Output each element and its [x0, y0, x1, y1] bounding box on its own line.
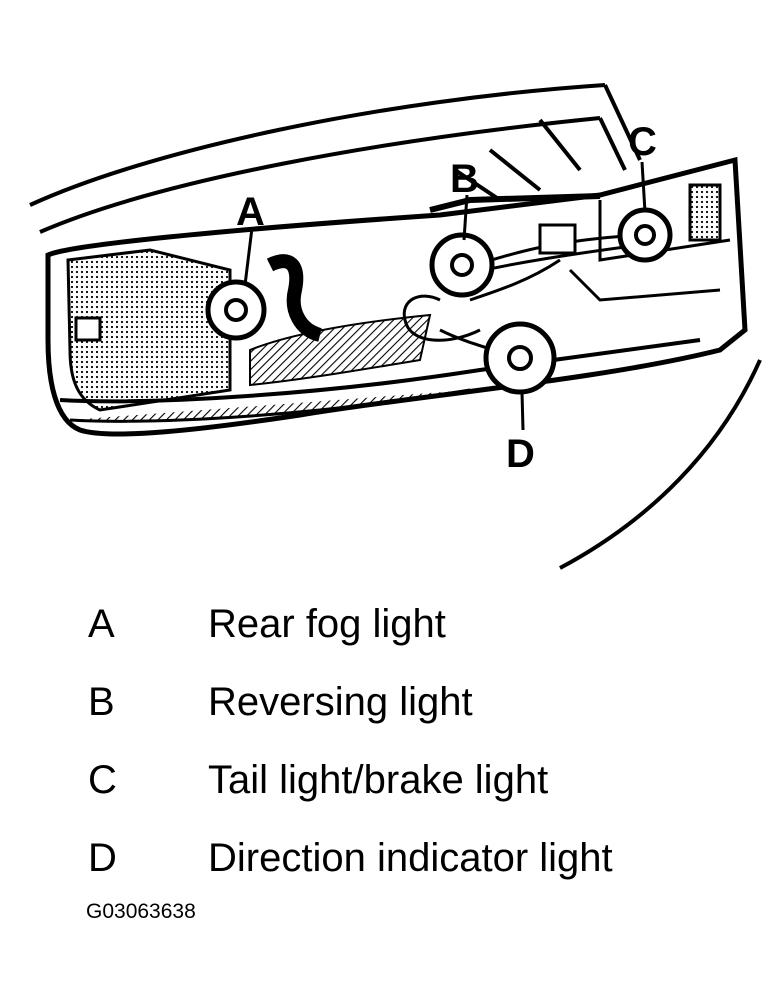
legend: A Rear fog light B Reversing light C Tai…: [88, 585, 768, 897]
legend-row-d: D Direction indicator light: [88, 819, 768, 897]
legend-text: Direction indicator light: [208, 836, 613, 880]
legend-row-b: B Reversing light: [88, 663, 768, 741]
legend-row-c: C Tail light/brake light: [88, 741, 768, 819]
callout-d: D: [506, 432, 535, 476]
figure-id: G03063638: [86, 900, 196, 923]
legend-row-a: A Rear fog light: [88, 585, 768, 663]
legend-key: D: [88, 836, 117, 880]
bulb-holder-b: [429, 232, 495, 298]
bulb-holder-c: [617, 207, 673, 263]
legend-text: Tail light/brake light: [208, 758, 549, 802]
legend-key: C: [88, 758, 117, 802]
callout-c: C: [628, 120, 657, 164]
legend-text: Rear fog light: [208, 602, 446, 646]
legend-key: B: [88, 680, 115, 724]
callout-leaders: [243, 161, 647, 431]
bulb-holder-d: [483, 321, 557, 395]
callout-a: A: [236, 190, 265, 234]
bulb-holder-a: [205, 279, 267, 341]
tail-light-illustration: A B C D: [29, 83, 762, 570]
socket-cable: [266, 254, 323, 342]
legend-text: Reversing light: [208, 680, 473, 724]
lamp-housing: [45, 156, 748, 437]
legend-key: A: [88, 602, 115, 646]
callout-b: B: [450, 157, 479, 201]
